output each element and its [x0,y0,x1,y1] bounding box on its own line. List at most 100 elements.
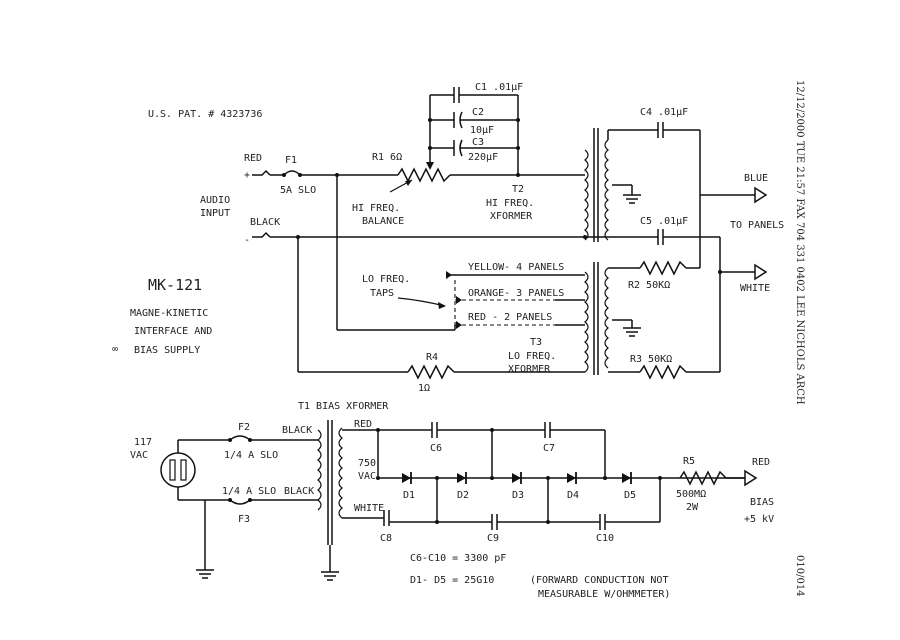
resistor-r3 [639,364,687,380]
model-title: MK-121 [148,276,202,294]
input-plus-jack [252,169,271,176]
bias-output-terminal [744,469,758,487]
title-bullet: ∞ [112,344,118,355]
bias-label: BIAS [750,497,774,508]
blue-output-terminal [754,186,768,204]
r5-name: R5 [683,456,695,467]
diode-d5 [621,471,632,485]
fuse-f3-name: F3 [238,514,250,525]
t2-line2: XFORMER [490,211,533,222]
fuse-f1-rating: 5A SLO [280,185,316,196]
c8-label: C8 [380,533,392,544]
input-red-label: RED [244,153,262,164]
bias-volts: +5 kV [744,514,774,525]
mains-label-2: VAC [130,450,148,461]
diodes-note: D1- D5 = 25G10 [410,575,494,586]
secondary-vac: VAC [358,471,376,482]
blue-label: BLUE [744,173,768,184]
diode-d3 [511,471,522,485]
c1-label: C1 .01μF [475,82,523,93]
secondary-white-label: WHITE [354,503,384,514]
title-line2: INTERFACE AND [134,326,212,337]
mains-label-1: 117 [134,437,152,448]
r5-value: 500MΩ [676,489,706,500]
transformer-t1 [317,420,343,545]
diode-note-1: (FORWARD CONDUCTION NOT [530,575,668,586]
resistor-r1 [397,167,451,183]
input-minus-jack [252,231,271,238]
transformer-t2 [584,128,609,242]
diode-note-2: MEASURABLE W/OHMMETER) [538,589,670,600]
tap-red-label: RED - 2 PANELS [468,312,552,323]
primary-black-bot: BLACK [284,486,314,497]
lo-taps-label-1: LO FREQ. [362,274,410,285]
input-plus: + [244,170,250,181]
to-panels-label: TO PANELS [730,220,784,231]
secondary-volts: 750 [358,458,376,469]
title-line3: BIAS SUPPLY [134,345,200,356]
t1-label: T1 BIAS XFORMER [298,401,389,412]
audio-label-1: AUDIO [200,195,230,206]
diode-d2 [456,471,467,485]
c10-label: C10 [596,533,614,544]
primary-black-top: BLACK [282,425,312,436]
c7-label: C7 [543,443,555,454]
r1-label: R1 6Ω [372,152,402,163]
fuse-f2-rating: 1/4 A SLO [224,450,278,461]
resistor-r2 [639,260,687,276]
d3-label: D3 [512,490,524,501]
patent-label: U.S. PAT. # 4323736 [148,109,262,120]
c4-label: C4 .01μF [640,107,688,118]
fuse-f3-rating: 1/4 A SLO [222,486,276,497]
c9-label: C9 [487,533,499,544]
input-black-label: BLACK [250,217,280,228]
balance-label-1: HI FREQ. [352,203,400,214]
tap-yellow-label: YELLOW- 4 PANELS [468,262,564,273]
input-minus: - [244,235,250,246]
d1-label: D1 [403,490,415,501]
r5-watts: 2W [686,502,699,513]
r3-label: R3 50KΩ [630,354,672,365]
r4-value: 1Ω [418,383,430,394]
c3-label: C3 [472,137,484,148]
d5-label: D5 [624,490,636,501]
caps-note: C6-C10 = 3300 pF [410,553,506,564]
white-label: WHITE [740,283,770,294]
mains-plug [160,452,196,488]
t3-line2: XFORMER [508,364,551,375]
d2-label: D2 [457,490,469,501]
diode-d4 [566,471,577,485]
fuse-f1-symbol [283,170,301,176]
fuse-f2-symbol [229,435,251,441]
fuse-f3-symbol [229,499,251,505]
t2-name: T2 [512,184,524,195]
balance-label-2: BALANCE [362,216,404,227]
white-output-terminal [754,263,768,281]
t3-name: T3 [530,337,542,348]
t2-line1: HI FREQ. [486,198,534,209]
resistor-r4 [407,364,455,380]
r4-name: R4 [426,352,438,363]
c5-label: C5 .01μF [640,216,688,227]
tap-orange-label: ORANGE- 3 PANELS [468,288,564,299]
c2-value: 10μF [470,125,494,136]
fax-page-number: 010/014 [794,555,805,597]
c2-label: C2 [472,107,484,118]
fax-header: 12/12/2000 TUE 21:57 FAX 704 331 0402 LE… [794,80,805,405]
c3-value: 220μF [468,152,498,163]
lo-taps-label-2: TAPS [370,288,394,299]
bias-red-label: RED [752,457,770,468]
fuse-f1-name: F1 [285,155,297,166]
transformer-t3 [584,262,609,375]
d4-label: D4 [567,490,579,501]
audio-label-2: INPUT [200,208,230,219]
fuse-f2-name: F2 [238,422,250,433]
c6-label: C6 [430,443,442,454]
resistor-r5 [679,470,727,486]
secondary-red-label: RED [354,419,372,430]
title-line1: MAGNE-KINETIC [130,308,208,319]
t3-line1: LO FREQ. [508,351,556,362]
diode-d1 [401,471,412,485]
r2-label: R2 50KΩ [628,280,670,291]
